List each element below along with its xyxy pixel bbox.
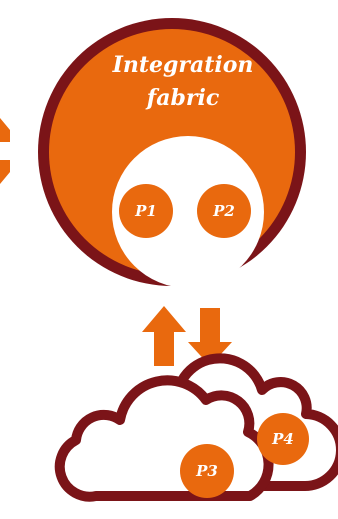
process-node-p1-label: P1 <box>134 202 157 220</box>
cloud-icon-front <box>54 375 274 502</box>
fabric-title-line1: Integration <box>112 52 254 78</box>
process-node-p1: P1 <box>119 184 173 238</box>
left-edge-arrow-icon <box>0 118 10 184</box>
up-arrow-icon <box>142 306 186 366</box>
process-node-p3: P3 <box>180 444 234 498</box>
process-container <box>112 136 264 288</box>
process-node-p3-label: P3 <box>195 462 218 480</box>
fabric-title-line2: fabric <box>145 85 220 111</box>
bidirectional-arrows-icon <box>142 306 232 366</box>
down-arrow-icon <box>188 308 232 366</box>
process-node-p2-label: P2 <box>212 202 235 220</box>
process-node-p4-label: P4 <box>271 430 294 448</box>
process-node-p4: P4 <box>257 413 309 465</box>
process-node-p2: P2 <box>197 184 251 238</box>
